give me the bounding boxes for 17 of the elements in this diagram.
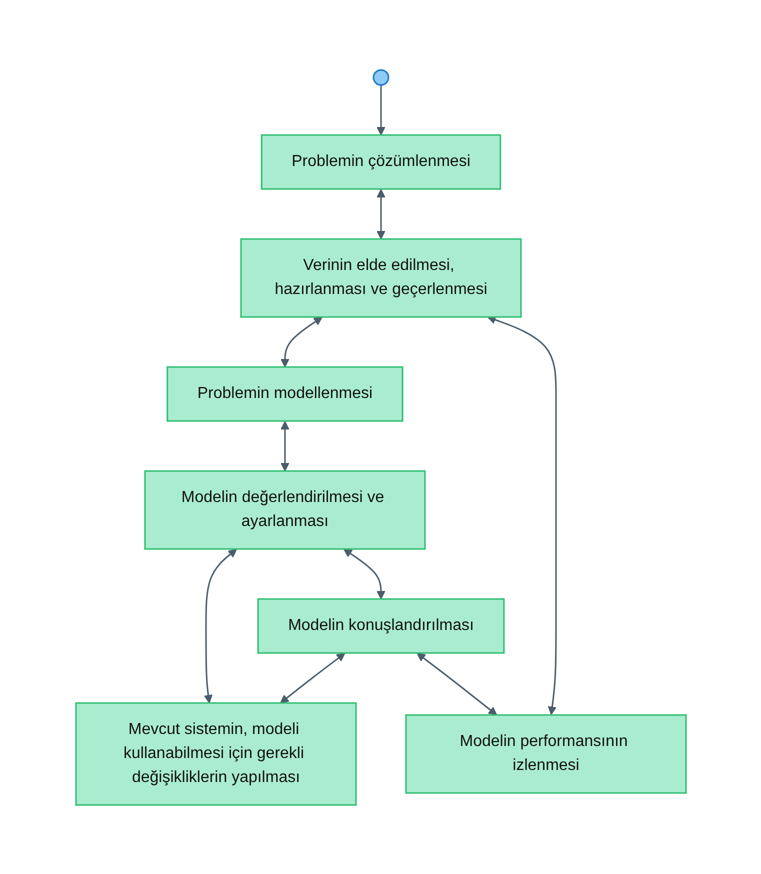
- arrow: [280, 420, 289, 471]
- node-box: Problemin çözümlenmesi: [260, 134, 501, 190]
- node-box: Modelin değerlendirilmesi ve ayarlanması: [144, 470, 426, 550]
- node-box: Mevcut sistemin, modeli kullanabilmesi için gerekli değişikliklerin yapılması: [74, 702, 356, 806]
- arrow: [416, 652, 497, 715]
- node-box: Problemin modellenmesi: [166, 366, 403, 422]
- arrow: [376, 84, 385, 135]
- node-box: Verinin elde edilmesi, hazırlanması ve geçerlenmesi: [240, 238, 522, 318]
- node-box: Modelin konuşlandırılması: [256, 598, 504, 654]
- arrow: [280, 652, 345, 703]
- arrow: [486, 315, 556, 714]
- arrow: [342, 548, 385, 599]
- node-box: Modelin performansının izlenmesi: [404, 714, 686, 794]
- node-circle: [372, 68, 389, 86]
- arrow: [203, 548, 236, 703]
- arrow: [280, 316, 322, 367]
- arrow: [376, 188, 385, 239]
